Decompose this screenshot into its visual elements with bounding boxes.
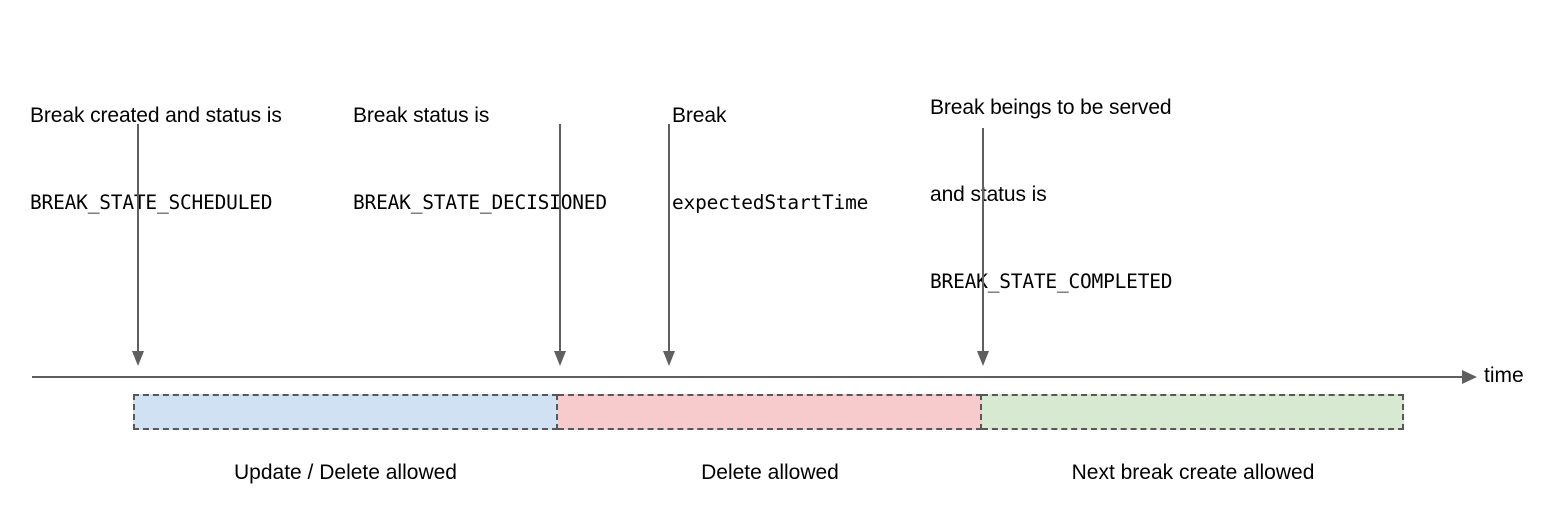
- annotation-break-scheduled: Break created and status is BREAK_STATE_…: [30, 43, 282, 275]
- arrow-down-icon: [662, 351, 675, 366]
- annotation-state-name: BREAK_STATE_COMPLETED: [930, 270, 1173, 293]
- annotation-state-name: BREAK_STATE_SCHEDULED: [30, 191, 273, 214]
- time-axis-label: time: [1484, 364, 1524, 387]
- marker-arrow-completed: [974, 128, 992, 366]
- marker-arrow-decisioned: [551, 124, 569, 366]
- marker-arrow-scheduled: [129, 124, 147, 366]
- phase-bar-next-break-create: [982, 394, 1404, 430]
- annotation-state-name: BREAK_STATE_DECISIONED: [353, 191, 607, 214]
- annotation-line: Break beings to be served: [930, 96, 1172, 119]
- marker-arrow-shaft: [668, 124, 670, 352]
- marker-arrow-expected-start-time: [660, 124, 678, 366]
- arrow-down-icon: [553, 351, 566, 366]
- phase-bar-update-delete: [133, 394, 558, 430]
- annotation-line: Break status is: [353, 104, 490, 127]
- marker-arrow-shaft: [559, 124, 561, 352]
- annotation-break-completed: Break beings to be served and status is …: [930, 35, 1173, 354]
- annotation-line: Break: [672, 104, 727, 127]
- arrow-right-icon: [1462, 369, 1477, 384]
- annotation-line: and status is: [930, 183, 1047, 206]
- annotation-break-expected-start-time: Break expectedStartTime: [672, 43, 868, 275]
- phase-bar-delete-only: [558, 394, 982, 430]
- phase-caption-update-delete: Update / Delete allowed: [234, 461, 457, 484]
- marker-arrow-shaft: [982, 128, 984, 352]
- annotation-line: Break created and status is: [30, 104, 282, 127]
- time-axis-line: [32, 376, 1466, 378]
- annotation-break-decisioned: Break status is BREAK_STATE_DECISIONED: [353, 43, 607, 275]
- arrow-down-icon: [131, 351, 144, 366]
- annotation-field-name: expectedStartTime: [672, 191, 869, 214]
- marker-arrow-shaft: [137, 124, 139, 352]
- phase-caption-delete-only: Delete allowed: [701, 461, 839, 484]
- arrow-down-icon: [976, 351, 989, 366]
- phase-caption-next-break-create: Next break create allowed: [1071, 461, 1315, 484]
